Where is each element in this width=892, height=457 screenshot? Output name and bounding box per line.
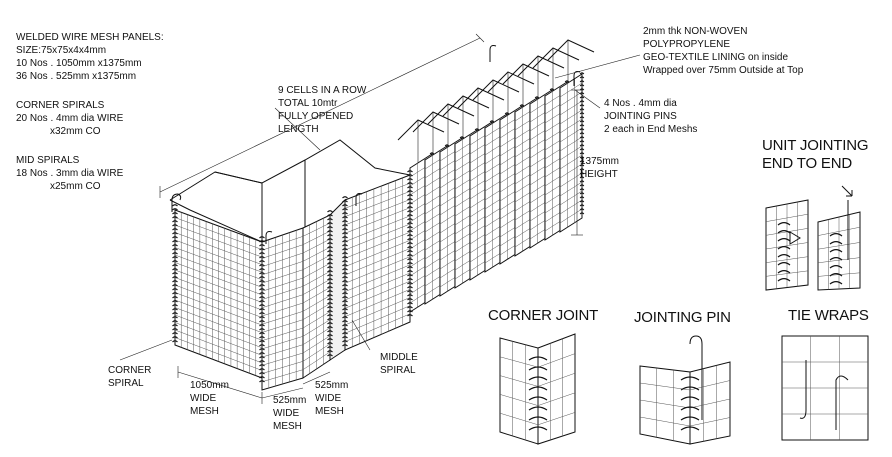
middle-spiral-label-1: MIDDLE [380,352,418,363]
mid-spirals-line2: x25mm CO [50,181,101,192]
corner-spirals-line2: x32mm CO [50,126,101,137]
lining-text: 2mm thk NON-WOVEN POLYPROPYLENE GEO-TEXT… [643,26,804,76]
pins-text: 4 Nos . 4mm dia JOINTING PINS 2 each in … [604,98,697,135]
unit-jointing-heading-1: UNIT JOINTING [762,137,868,154]
bottom-labels: CORNER SPIRAL 1050mm WIDE MESH 525mm WID… [108,352,418,432]
dimension-lines [119,33,641,404]
middle-spiral-label-2: SPIRAL [380,365,416,376]
unit-jointing-detail [765,185,886,291]
unit-jointing-heading-2: END TO END [762,155,852,172]
corner-spirals-line1: 20 Nos . 4mm dia WIRE [16,113,124,124]
lining-line1: 2mm thk NON-WOVEN [643,26,747,37]
jointing-pin-heading: JOINTING PIN [634,309,731,326]
lining-line3: GEO-TEXTILE LINING on inside [643,52,788,63]
mesh-1050-label-1: 1050mm [190,380,229,391]
mesh-1050-label-3: MESH [190,406,219,417]
pins-line2: JOINTING PINS [604,111,677,122]
pins-line3: 2 each in End Meshs [604,124,697,135]
corner-spiral-label-2: SPIRAL [108,378,144,389]
cells-line3: FULLY OPENED [278,111,353,122]
mesh-525a-label-1: 525mm [273,395,306,406]
panels-size: SIZE:75x75x4x4mm [16,45,106,56]
tie-wraps-heading: TIE WRAPS [788,307,869,324]
detail-headings: UNIT JOINTING END TO END CORNER JOINT JO… [488,137,869,326]
tie-wraps-detail [781,335,869,441]
cells-line2: TOTAL 10mtr [278,98,338,109]
height-line1: 1375mm [580,156,619,167]
opened-cells [169,139,413,391]
cells-text: 9 CELLS IN A ROW TOTAL 10mtr FULLY OPENE… [278,85,367,135]
panels-title: WELDED WIRE MESH PANELS: [16,32,164,43]
corner-joint-heading: CORNER JOINT [488,307,598,324]
mid-spirals-line1: 18 Nos . 3mm dia WIRE [16,168,124,179]
mesh-525b-label-1: 525mm [315,380,348,391]
mesh-525b-label-3: MESH [315,406,344,417]
inner-rim [214,171,263,184]
panels-line1: 10 Nos . 1050mm x1375mm [16,58,142,69]
mesh-525b-label-2: WIDE [315,393,341,404]
panels-line2: 36 Nos . 525mm x1375mm [16,71,136,82]
cells-line1: 9 CELLS IN A ROW [278,85,367,96]
mesh-525a-label-2: WIDE [273,408,299,419]
lining-line2: POLYPROPYLENE [643,39,730,50]
jointing-pin-detail [639,335,731,445]
mesh-1050-label-2: WIDE [190,393,216,404]
cells-line4: LENGTH [278,124,319,135]
collapsed-cells [397,39,595,313]
mesh-525a-label-3: MESH [273,421,302,432]
corner-joint-detail [499,333,576,445]
corner-spirals-title: CORNER SPIRALS [16,100,105,111]
pins-line1: 4 Nos . 4mm dia [604,98,677,109]
height-text: 1375mm HEIGHT [580,156,619,180]
spec-text: WELDED WIRE MESH PANELS: SIZE:75x75x4x4m… [16,32,164,192]
corner-spiral-label-1: CORNER [108,365,151,376]
height-line2: HEIGHT [580,169,618,180]
lining-line4: Wrapped over 75mm Outside at Top [643,65,804,76]
mid-spirals-title: MID SPIRALS [16,155,80,166]
